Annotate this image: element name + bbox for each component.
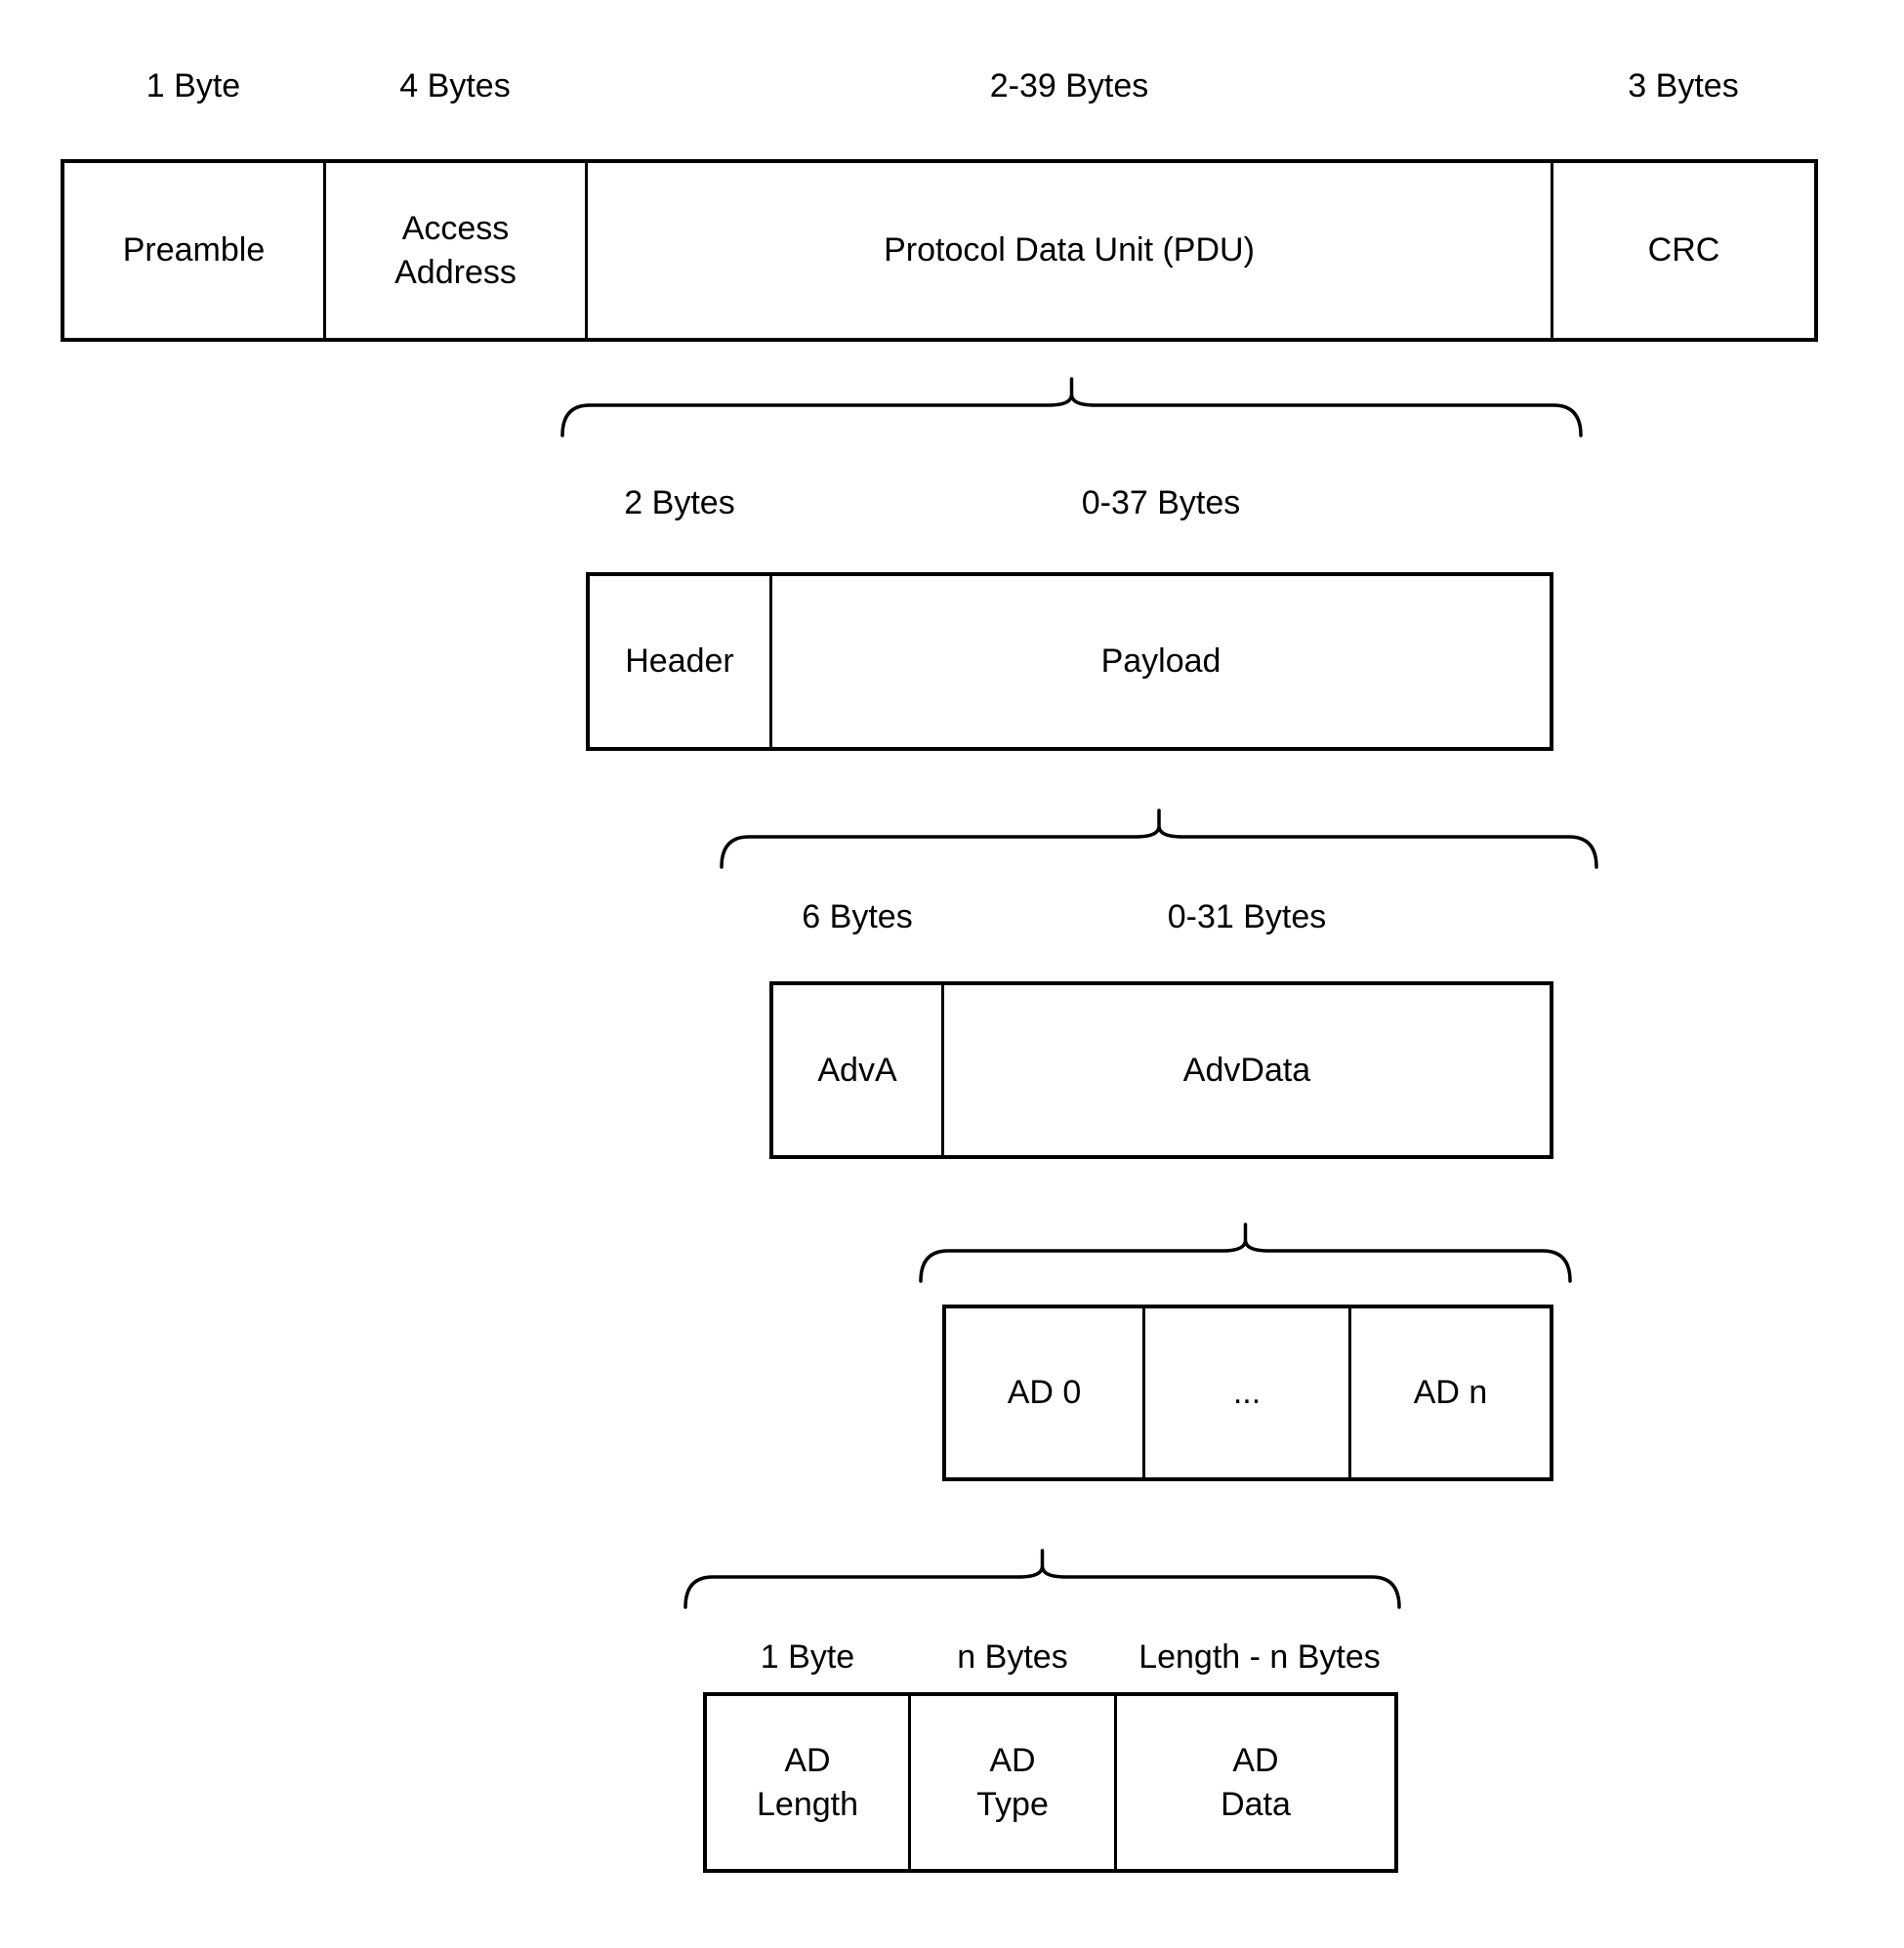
size-label-ad-length: 1 Byte bbox=[760, 1637, 855, 1676]
packet-row: Preamble Access Address Protocol Data Un… bbox=[61, 159, 1818, 342]
size-label-preamble: 1 Byte bbox=[145, 66, 241, 104]
field-pdu: Protocol Data Unit (PDU) bbox=[585, 163, 1551, 338]
field-ad-0: AD 0 bbox=[1007, 1374, 1082, 1412]
size-label-crc: 3 Bytes bbox=[1628, 66, 1739, 104]
size-label-header: 2 Bytes bbox=[624, 483, 735, 521]
pdu-row: Header Payload bbox=[586, 572, 1553, 751]
field-ad-ellipsis: ... bbox=[1142, 1308, 1348, 1477]
advdata-row: AD 0 ... AD n bbox=[942, 1305, 1553, 1481]
field-ad-n: AD n bbox=[1348, 1308, 1550, 1477]
field-access-address: Access Address bbox=[323, 163, 585, 338]
field-ad-type: AD Type bbox=[908, 1696, 1114, 1869]
size-label-ad-data: Length - n Bytes bbox=[1138, 1637, 1381, 1676]
field-advdata: AdvData bbox=[941, 985, 1550, 1155]
size-label-ad-type: n Bytes bbox=[957, 1637, 1068, 1676]
brace-pdu-expansion bbox=[560, 377, 1583, 437]
brace-ad0-expansion bbox=[683, 1549, 1401, 1609]
field-ad-length: AD Length bbox=[757, 1741, 858, 1823]
field-adva: AdvA bbox=[817, 1051, 897, 1089]
size-label-pdu: 2-39 Bytes bbox=[989, 66, 1149, 104]
field-header: Header bbox=[625, 642, 734, 681]
field-crc: CRC bbox=[1551, 163, 1814, 338]
size-label-adva: 6 Bytes bbox=[802, 897, 913, 935]
payload-row: AdvA AdvData bbox=[769, 981, 1553, 1159]
field-payload: Payload bbox=[769, 576, 1550, 747]
field-ad-data: AD Data bbox=[1114, 1696, 1394, 1869]
ad-structure-row: AD Length AD Type AD Data bbox=[703, 1692, 1398, 1873]
brace-payload-expansion bbox=[720, 808, 1598, 869]
size-label-access-address: 4 Bytes bbox=[399, 66, 511, 104]
size-label-payload: 0-37 Bytes bbox=[1081, 483, 1241, 521]
size-label-advdata: 0-31 Bytes bbox=[1167, 897, 1327, 935]
field-preamble: Preamble bbox=[122, 231, 266, 269]
brace-advdata-expansion bbox=[919, 1223, 1572, 1283]
